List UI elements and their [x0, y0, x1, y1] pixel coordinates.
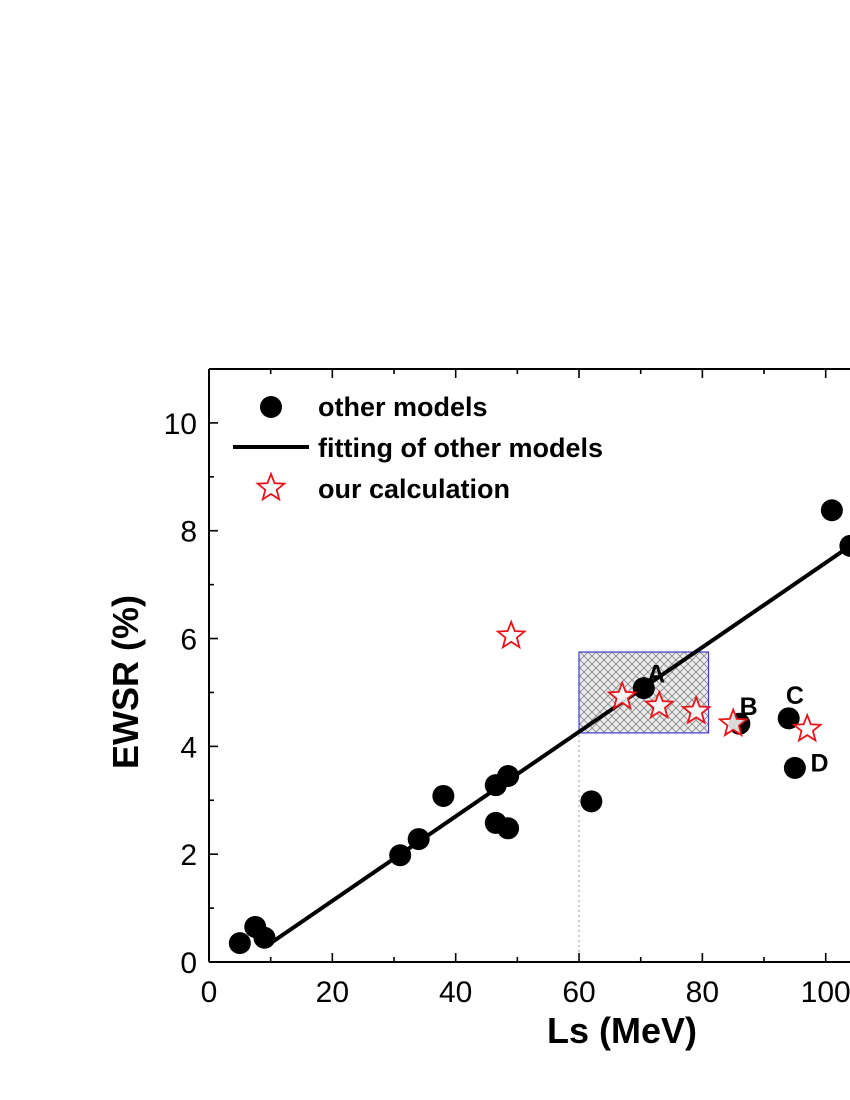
data-point-circle: [777, 707, 800, 730]
x-axis-title: Ls (MeV): [547, 1010, 697, 1051]
data-point-circle: [580, 790, 603, 813]
data-point-star: [680, 694, 712, 725]
y-tick-label: 0: [180, 947, 197, 980]
data-point-star: [717, 707, 749, 738]
data-point-star: [791, 712, 823, 743]
x-tick-label: 20: [316, 976, 349, 1009]
legend-label-fitting: fitting of other models: [318, 433, 603, 463]
legend-marker-circle: [260, 396, 282, 418]
point-label-a: A: [647, 661, 665, 689]
legend-marker-star: [255, 471, 287, 502]
data-point-star: [606, 680, 638, 711]
data-point-circle: [497, 817, 520, 840]
fit-line: [269, 544, 850, 945]
data-point-circle: [783, 756, 806, 779]
x-tick-label: 40: [439, 976, 472, 1009]
data-point-circle: [839, 534, 850, 557]
point-label-c: C: [786, 682, 804, 710]
legend-label-other-models: other models: [318, 392, 488, 422]
x-tick-label: 80: [686, 976, 719, 1009]
data-point-circle: [632, 677, 655, 700]
legend-label-our-calculation: our calculation: [318, 474, 510, 504]
y-tick-label: 4: [180, 731, 197, 764]
data-point-circle: [253, 926, 276, 949]
data-point-circle: [820, 499, 843, 522]
y-tick-label: 2: [180, 839, 197, 872]
x-tick-label: 60: [562, 976, 595, 1009]
data-point-circle: [228, 932, 251, 955]
y-tick-label: 6: [180, 624, 197, 657]
data-point-star: [495, 619, 527, 650]
data-point-circle: [497, 765, 520, 788]
y-axis-title: EWSR (%): [105, 595, 146, 769]
data-point-circle: [407, 828, 430, 851]
data-point-circle: [389, 844, 412, 867]
point-label-b: B: [740, 693, 758, 721]
y-tick-label: 8: [180, 516, 197, 549]
y-tick-label: 10: [164, 408, 197, 441]
data-point-circle: [432, 784, 455, 807]
point-label-d: D: [811, 750, 829, 778]
data-point-star: [643, 689, 675, 720]
x-tick-label: 0: [201, 976, 218, 1009]
x-tick-label: 100: [801, 976, 850, 1009]
